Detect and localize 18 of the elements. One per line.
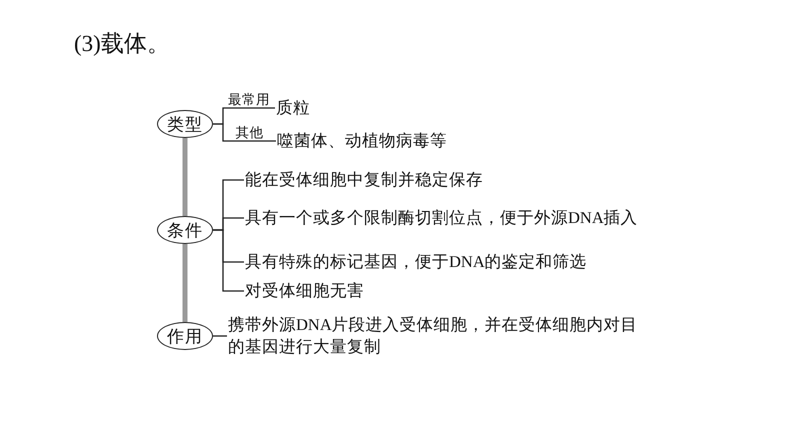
- item-text: 具有特殊的标记基因，便于DNA的鉴定和筛选: [245, 251, 665, 273]
- edge-label: 最常用: [227, 92, 271, 107]
- item-text: 携带外源DNA片段进入受体细胞，并在受体细胞内对目的基因进行大量复制: [228, 314, 648, 358]
- item-text: 具有一个或多个限制酶切割位点，便于外源DNA插入: [245, 196, 640, 240]
- connector-line: [213, 335, 227, 337]
- item-text: 能在受体细胞中复制并稳定保存: [245, 169, 575, 191]
- title: (3)载体。: [74, 30, 170, 58]
- item-text: 噬菌体、动植物病毒等: [277, 130, 497, 152]
- connector-line: [213, 229, 244, 292]
- category-ellipse: 类型: [157, 110, 213, 138]
- category-ellipse: 作用: [157, 322, 213, 350]
- connector-bar: [182, 244, 188, 322]
- connector-bar: [182, 138, 188, 216]
- category-ellipse: 条件: [157, 216, 213, 244]
- item-text: 质粒: [276, 97, 336, 119]
- item-text: 对受体细胞无害: [245, 280, 445, 302]
- connector-line: [213, 123, 276, 142]
- edge-label: 其他: [234, 125, 264, 140]
